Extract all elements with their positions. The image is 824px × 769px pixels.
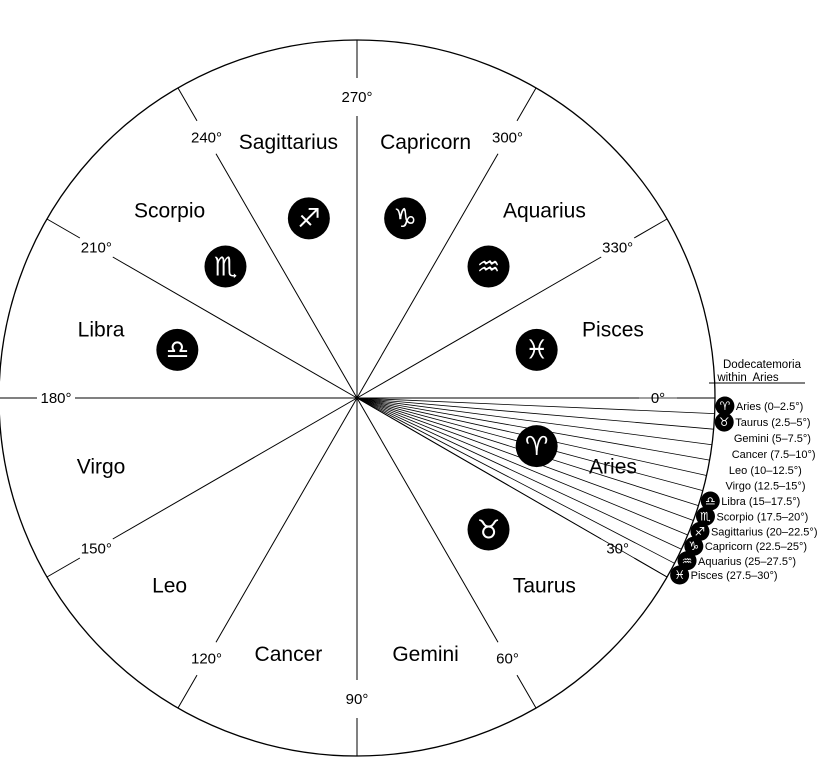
- dodecatemoria-item: Aquarius (25–27.5°): [698, 556, 796, 568]
- degree-tick: [177, 674, 198, 709]
- dodecatemoria-title: Dodecatemoria: [723, 359, 802, 371]
- dodecatemoria-line: [356, 397, 715, 415]
- dodecatemoria-item: Aries (0–2.5°): [736, 401, 803, 413]
- dodecatemoria-item: Leo (10–12.5°): [729, 465, 802, 477]
- dodecatemoria-item: Gemini (5–7.5°): [734, 433, 811, 445]
- dodecatemoria-item: Pisces (27.5–30°): [691, 570, 778, 582]
- svg-text:♒: ♒: [682, 554, 693, 568]
- dodecatemoria-subtitle: within Aries: [716, 372, 779, 384]
- degree-label: 240°: [191, 129, 222, 146]
- dodec-taurus-icon: ♉: [714, 412, 734, 432]
- degree-tick: [46, 218, 81, 239]
- dodecatemoria-item: Scorpio (17.5–20°): [716, 511, 808, 523]
- svg-text:♐: ♐: [297, 204, 321, 234]
- sector-line: [356, 397, 499, 643]
- svg-text:♎: ♎: [166, 336, 190, 366]
- svg-text:♑: ♑: [393, 204, 417, 234]
- dodec-sagittarius-icon: ♐: [690, 521, 710, 541]
- taurus-icon: ♉: [467, 508, 510, 551]
- virgo-icon: [173, 425, 195, 468]
- degree-label: 150°: [81, 541, 112, 558]
- sector-line: [215, 397, 358, 643]
- degree-label: 120°: [191, 651, 222, 668]
- degree-label: 90°: [346, 691, 369, 708]
- dodecatemoria-item: Capricorn (22.5–25°): [705, 541, 807, 553]
- svg-text:♉: ♉: [477, 515, 501, 545]
- svg-text:♑: ♑: [689, 539, 700, 553]
- sector-line: [215, 153, 358, 399]
- sign-label-pisces: Pisces: [582, 318, 644, 341]
- sector-line: [356, 256, 602, 399]
- sign-label-sagittarius: Sagittarius: [239, 131, 338, 154]
- pisces-icon: ♓: [515, 328, 558, 371]
- leo-icon: [221, 508, 243, 551]
- dodecatemoria-line: [356, 397, 714, 430]
- dodecatemoria-item: Cancer (7.5–10°): [732, 449, 816, 461]
- degree-label: 300°: [492, 129, 523, 146]
- degree-tick: [46, 557, 81, 578]
- capricorn-icon: ♑: [384, 197, 427, 240]
- sign-label-taurus: Taurus: [513, 574, 576, 597]
- dodecatemoria-item: Taurus (2.5–5°): [735, 417, 810, 429]
- svg-text:♈: ♈: [720, 399, 731, 413]
- dodec-libra-icon: ♎: [700, 491, 720, 511]
- degree-label: 60°: [496, 651, 519, 668]
- sign-label-cancer: Cancer: [255, 643, 323, 666]
- degree-tick: [177, 87, 198, 122]
- svg-text:♈: ♈: [525, 432, 549, 462]
- libra-icon: ♎: [156, 328, 199, 371]
- dodecatemoria-line: [356, 397, 668, 578]
- dodecatemoria-item: Libra (15–17.5°): [721, 496, 800, 508]
- dodecatemoria-line: [356, 397, 712, 446]
- svg-text:♏: ♏: [214, 252, 238, 282]
- aquarius-icon: ♒: [467, 245, 510, 288]
- sign-label-aries: Aries: [589, 456, 637, 479]
- dodecatemoria-item: Virgo (12.5–15°): [725, 480, 805, 492]
- degree-tick: [633, 218, 668, 239]
- svg-text:♓: ♓: [525, 336, 549, 366]
- sign-label-virgo: Virgo: [77, 456, 126, 479]
- dodec-virgo-icon: [712, 475, 723, 495]
- sign-label-capricorn: Capricorn: [380, 131, 471, 154]
- sign-label-scorpio: Scorpio: [134, 200, 205, 223]
- sector-line: [356, 153, 499, 399]
- sagittarius-icon: ♐: [287, 197, 330, 240]
- degree-label: 30°: [606, 541, 629, 558]
- dodec-cancer-icon: [718, 444, 729, 464]
- svg-text:♎: ♎: [705, 494, 716, 508]
- sign-label-gemini: Gemini: [392, 643, 459, 666]
- dodec-pisces-icon: ♓: [670, 565, 690, 585]
- gemini-icon: [400, 556, 422, 599]
- degree-tick: [516, 87, 537, 122]
- sign-label-aquarius: Aquarius: [503, 200, 586, 223]
- sector-line: [112, 397, 358, 540]
- degree-label: 0°: [651, 390, 665, 407]
- dodec-aquarius-icon: ♒: [677, 551, 697, 571]
- svg-text:♉: ♉: [719, 415, 730, 429]
- degree-label: 180°: [40, 390, 71, 407]
- svg-text:♒: ♒: [477, 252, 501, 282]
- dodecatemoria-line: [356, 397, 675, 564]
- aries-icon: ♈: [515, 425, 558, 468]
- degree-label: 330°: [602, 240, 633, 257]
- dodecatemoria-item: Sagittarius (20–22.5°): [711, 526, 818, 538]
- degree-label: 210°: [81, 240, 112, 257]
- svg-text:♐: ♐: [695, 524, 706, 538]
- dodec-leo-icon: [716, 460, 726, 480]
- dodecatemoria-line: [356, 397, 688, 536]
- scorpio-icon: ♏: [204, 245, 247, 288]
- sign-label-libra: Libra: [78, 318, 125, 341]
- cancer-icon: [304, 556, 326, 599]
- degree-label: 270°: [341, 89, 372, 106]
- sign-label-leo: Leo: [152, 574, 187, 597]
- svg-text:♓: ♓: [674, 568, 685, 582]
- dodec-scorpio-icon: ♏: [695, 506, 715, 526]
- dodec-capricorn-icon: ♑: [684, 536, 704, 556]
- sector-line: [112, 256, 358, 399]
- degree-tick: [516, 674, 537, 709]
- dodec-aries-icon: ♈: [715, 396, 735, 416]
- dodecatemoria-line: [356, 397, 682, 550]
- svg-text:♏: ♏: [700, 509, 711, 523]
